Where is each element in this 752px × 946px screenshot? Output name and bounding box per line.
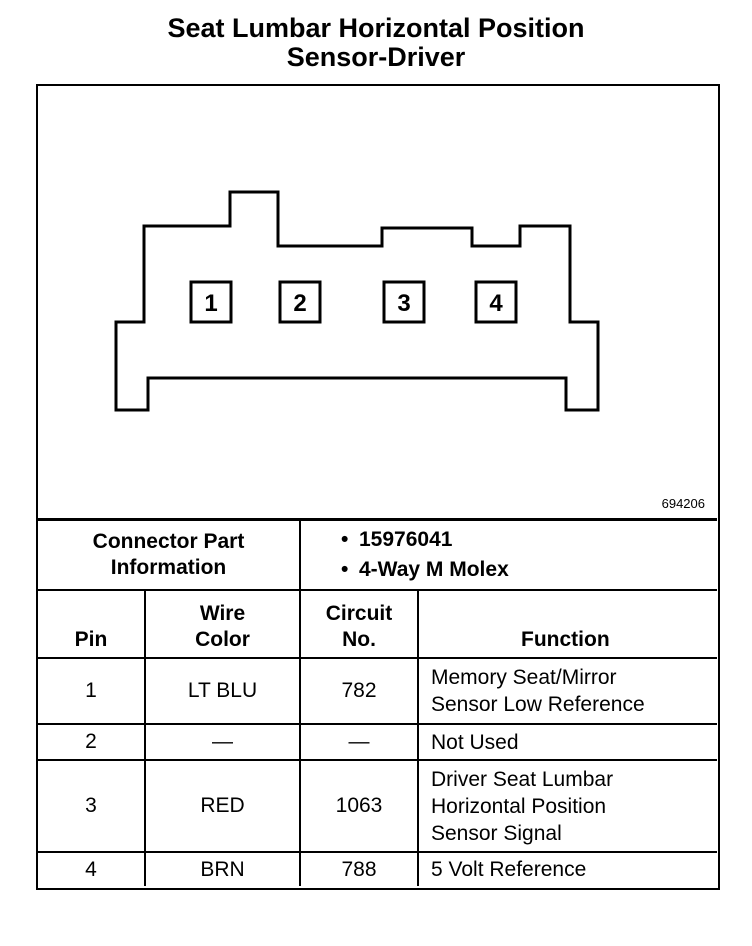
function-cell: Memory Seat/Mirror Sensor Low Reference (417, 657, 717, 725)
connector-body (114, 190, 600, 412)
table-row: 4 BRN 788 5 Volt Reference (38, 851, 717, 886)
pin-cavity-1 (189, 280, 233, 324)
circuit-cell: 1063 (299, 759, 419, 853)
connector-diagram: 1 2 3 4 694206 (38, 86, 717, 519)
function-cell: 5 Volt Reference (417, 851, 717, 886)
pin-cavity-4 (474, 280, 518, 324)
pin-label-1: 1 (204, 290, 217, 317)
pinout-table: Connector Part Information •15976041 •4-… (38, 518, 717, 886)
table-header-row: Pin Wire Color Circuit No. Function (38, 589, 717, 659)
pin-label-4: 4 (489, 290, 503, 317)
circuit-cell: 788 (299, 851, 419, 886)
wire-color-cell: — (144, 723, 301, 761)
part-info-list: •15976041 •4-Way M Molex (299, 518, 717, 591)
pin-cell: 1 (38, 657, 146, 725)
pin-cell: 3 (38, 759, 146, 853)
reference-number: 694206 (661, 496, 705, 511)
pin-cavities: 1 2 3 4 (189, 280, 518, 324)
pin-cavity-2 (278, 280, 322, 324)
header-pin: Pin (38, 589, 146, 659)
part-info-row: Connector Part Information •15976041 •4-… (38, 518, 717, 591)
table-row: 1 LT BLU 782 Memory Seat/Mirror Sensor L… (38, 657, 717, 725)
table-row: 3 RED 1063 Driver Seat Lumbar Horizontal… (38, 759, 717, 853)
pin-cell: 2 (38, 723, 146, 761)
header-wire-color: Wire Color (144, 589, 301, 659)
wire-color-cell: LT BLU (144, 657, 301, 725)
part-number: •15976041 (341, 528, 453, 551)
pin-cavity-3 (382, 280, 426, 324)
function-cell: Not Used (417, 723, 717, 761)
circuit-cell: — (299, 723, 419, 761)
title-line-2: Sensor-Driver (286, 42, 466, 72)
circuit-cell: 782 (299, 657, 419, 725)
header-function: Function (417, 589, 717, 659)
page-title: Seat Lumbar Horizontal Position Sensor-D… (0, 14, 752, 72)
header-circuit: Circuit No. (299, 589, 419, 659)
function-cell: Driver Seat Lumbar Horizontal Position S… (417, 759, 717, 853)
pin-label-3: 3 (397, 290, 410, 317)
table-row: 2 — — Not Used (38, 723, 717, 761)
wire-color-cell: BRN (144, 851, 301, 886)
wire-color-cell: RED (144, 759, 301, 853)
connector-sheet: 1 2 3 4 694206 Connector Part Informatio… (36, 84, 720, 890)
connector-outline: 1 2 3 4 (114, 190, 600, 412)
connector-type: •4-Way M Molex (341, 558, 509, 581)
pin-cell: 4 (38, 851, 146, 886)
pin-label-2: 2 (293, 290, 306, 317)
part-info-label: Connector Part Information (38, 518, 301, 591)
title-line-1: Seat Lumbar Horizontal Position (167, 13, 585, 43)
